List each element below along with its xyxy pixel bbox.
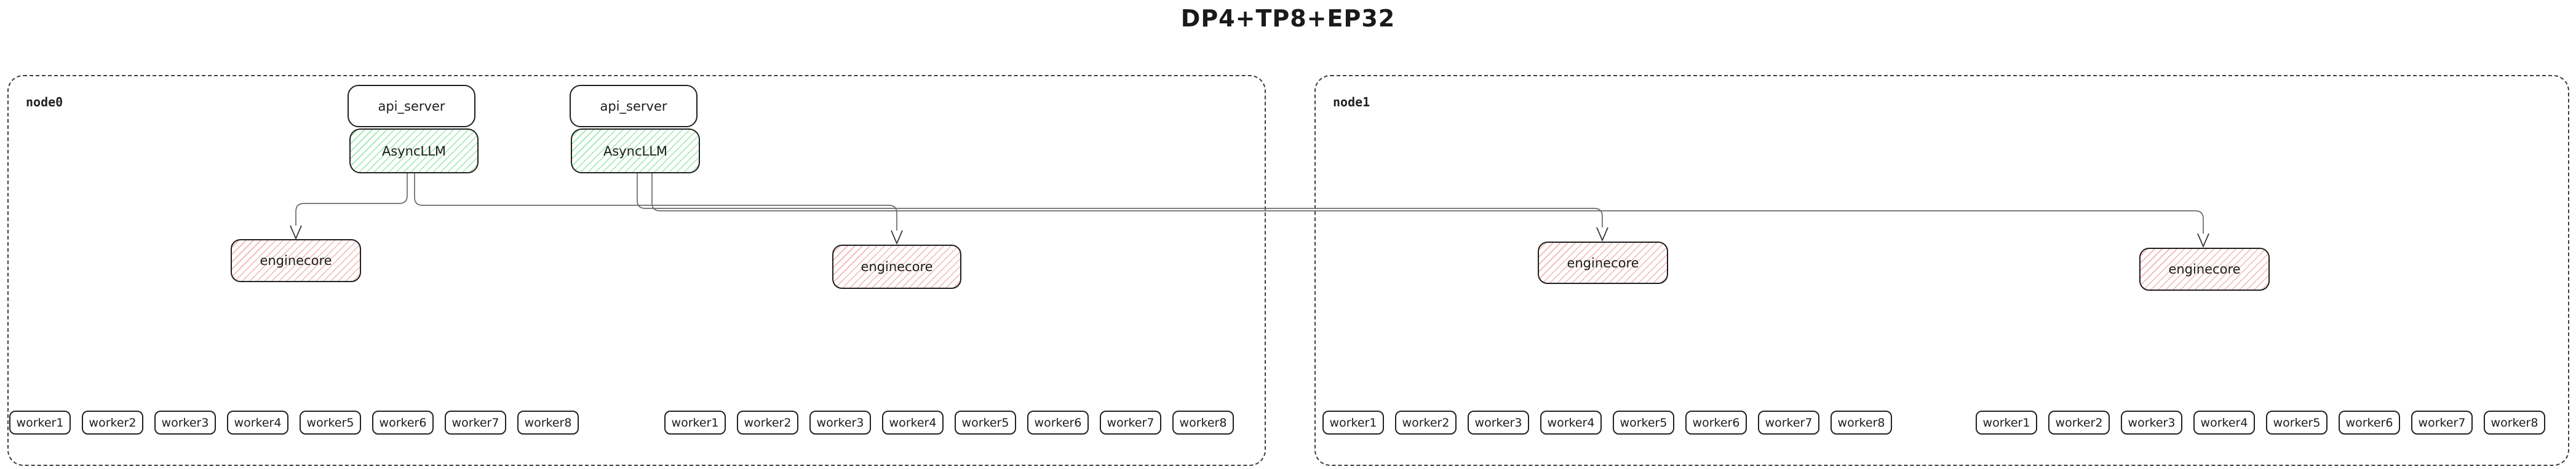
worker-box: worker8 [2484, 411, 2545, 435]
worker-group-node1-2: worker1 worker2 worker3 worker4 worker5 worke… [1976, 411, 2545, 435]
worker-box: worker4 [1540, 411, 1602, 435]
worker-box: worker6 [1685, 411, 1747, 435]
worker-box: worker7 [2411, 411, 2473, 435]
worker-box: worker6 [372, 411, 434, 435]
worker-box: worker8 [1172, 411, 1234, 435]
worker-box: worker5 [955, 411, 1016, 435]
worker-box: worker4 [227, 411, 288, 435]
api-server-box-1: api_server [348, 85, 475, 127]
enginecore-box-1: enginecore [231, 239, 361, 282]
worker-group-node0-1: worker1 worker2 worker3 worker4 worker5 worke… [9, 411, 579, 435]
arrowhead-enginecore4 [2197, 233, 2209, 248]
api-server-box-2: api_server [570, 85, 698, 127]
worker-box: worker7 [1100, 411, 1161, 435]
page-title: DP4+TP8+EP32 [1180, 5, 1396, 32]
worker-box: worker7 [1758, 411, 1819, 435]
worker-box: worker2 [2048, 411, 2110, 435]
worker-box: worker1 [1322, 411, 1384, 435]
worker-box: worker2 [82, 411, 143, 435]
worker-box: worker7 [445, 411, 506, 435]
worker-box: worker6 [1027, 411, 1089, 435]
worker-box: worker4 [2193, 411, 2255, 435]
enginecore-box-4: enginecore [2139, 248, 2270, 291]
worker-box: worker3 [154, 411, 216, 435]
asyncllm-box-2: AsyncLLM [571, 128, 700, 173]
worker-box: worker1 [1976, 411, 2037, 435]
node0-label: node0 [26, 95, 63, 109]
node1-panel: node1 [1314, 75, 2569, 466]
worker-box: worker1 [9, 411, 71, 435]
enginecore-box-3: enginecore [1538, 242, 1668, 284]
arrowhead-enginecore1 [290, 225, 302, 240]
worker-box: worker6 [2339, 411, 2400, 435]
worker-box: worker3 [1468, 411, 1529, 435]
asyncllm-box-1: AsyncLLM [349, 128, 479, 173]
worker-box: worker5 [1613, 411, 1674, 435]
wire-asyncllm2-enginecore4 [651, 173, 2204, 234]
wire-asyncllm1-enginecore2 [414, 173, 897, 231]
worker-box: worker2 [1395, 411, 1457, 435]
worker-box: worker3 [809, 411, 871, 435]
wire-asyncllm2-enginecore3 [637, 173, 1603, 227]
wire-asyncllm1-enginecore1 [295, 173, 408, 226]
worker-box: worker5 [300, 411, 361, 435]
node0-panel: node0 [7, 75, 1266, 466]
worker-box: worker8 [1831, 411, 1892, 435]
worker-box: worker1 [664, 411, 726, 435]
worker-box: worker8 [517, 411, 579, 435]
worker-box: worker5 [2266, 411, 2328, 435]
worker-group-node0-2: worker1 worker2 worker3 worker4 worker5 worke… [664, 411, 1234, 435]
enginecore-box-2: enginecore [832, 245, 961, 289]
worker-box: worker3 [2121, 411, 2182, 435]
arrowhead-enginecore3 [1596, 227, 1608, 242]
worker-box: worker2 [737, 411, 798, 435]
worker-group-node1-1: worker1 worker2 worker3 worker4 worker5 worke… [1322, 411, 1892, 435]
worker-box: worker4 [882, 411, 944, 435]
node1-label: node1 [1333, 95, 1370, 109]
arrowhead-enginecore2 [891, 230, 903, 245]
